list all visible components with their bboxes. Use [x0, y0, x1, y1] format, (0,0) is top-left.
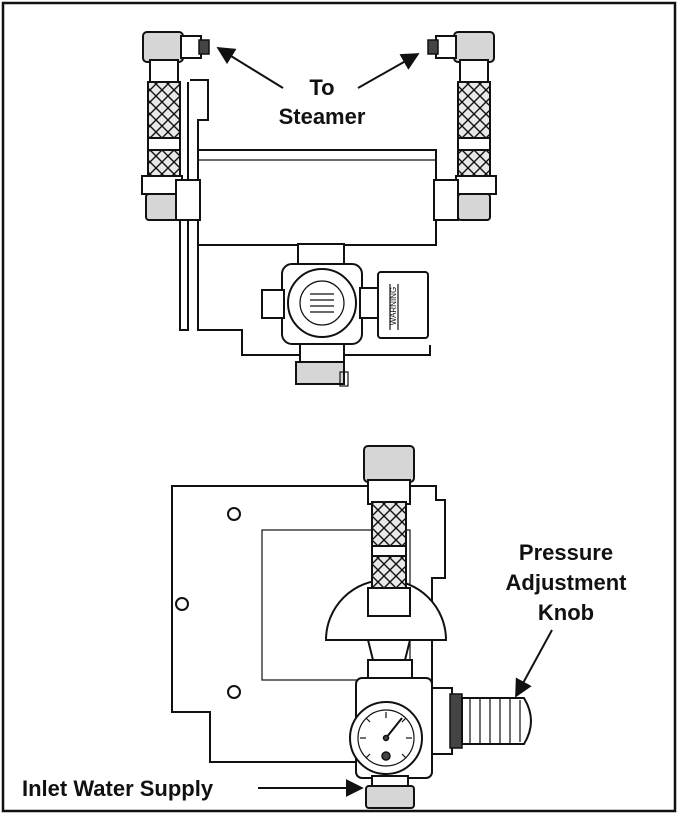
- steam-cylinder: [197, 149, 437, 246]
- top-mounting-bracket: [190, 79, 431, 356]
- warning-tag-text: WARNING: [389, 287, 398, 325]
- mounting-hole-2: [175, 597, 189, 611]
- left-steamer-hose: [141, 31, 210, 221]
- solenoid-valve: [261, 243, 381, 387]
- bottom-assembly: Pressure Adjustment Knob Inlet Water Sup…: [22, 445, 628, 809]
- pressure-adjustment-knob: [431, 687, 532, 755]
- pressure-regulator: [349, 659, 433, 809]
- warning-tag: WARNING: [377, 271, 429, 339]
- to-steamer-arrow-left: [216, 47, 284, 89]
- regulator-supply-hose: [363, 445, 415, 617]
- inlet-water-supply-label: Inlet Water Supply: [22, 776, 214, 801]
- top-assembly: WARNING To Steamer: [141, 31, 497, 387]
- to-steamer-label-line1: To: [309, 75, 334, 100]
- to-steamer-label-line2: Steamer: [279, 104, 366, 129]
- pressure-label-line3: Knob: [538, 600, 594, 625]
- mounting-hole-3: [227, 685, 241, 699]
- pressure-label-line1: Pressure: [519, 540, 613, 565]
- right-steamer-hose: [427, 31, 497, 221]
- pressure-knob-arrow: [515, 629, 553, 698]
- to-steamer-arrow-right: [357, 53, 420, 89]
- bottom-mounting-plate: [171, 485, 446, 763]
- mounting-hole-1: [227, 507, 241, 521]
- pressure-label-line2: Adjustment: [506, 570, 628, 595]
